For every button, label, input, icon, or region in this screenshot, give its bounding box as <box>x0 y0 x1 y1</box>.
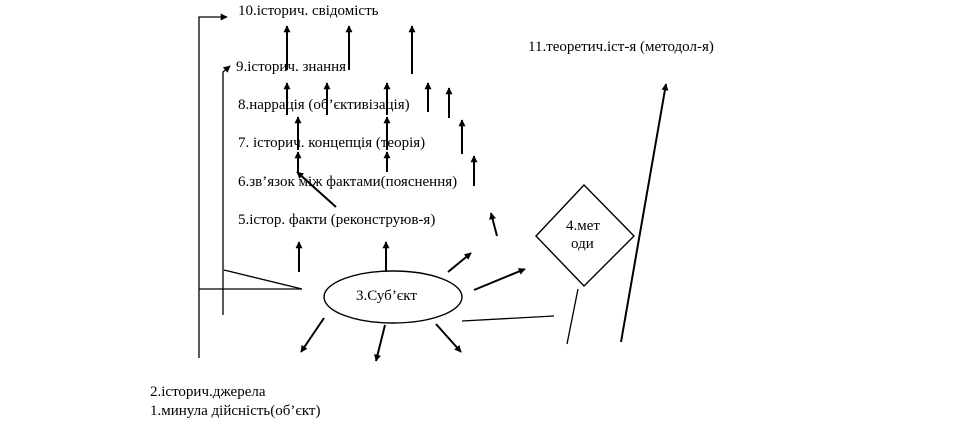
bracket-to-node-9 <box>222 65 231 315</box>
arrow-diagonal <box>296 171 337 208</box>
node-5-historical-facts: 5.істор. факти (реконструюв-я) <box>238 212 436 228</box>
methods-node-shape <box>535 183 635 288</box>
node-7-historical-concept: 7. історич. концепція (теорія) <box>238 135 426 151</box>
node-11-theory-methodology: 11.теоретич.іст-я (методол-я) <box>528 39 714 55</box>
node-4-methods-line-1: 4.мет <box>566 218 600 234</box>
node-8-narration: 8.наррація (об’єктивізація) <box>238 97 410 113</box>
node-1-past-reality: 1.минула дійсність(об’єкт) <box>150 403 321 419</box>
slant-to-subject <box>223 269 303 290</box>
arrow-to-node-11 <box>620 83 669 343</box>
subject-node-shape <box>323 270 463 324</box>
node-6-links-between-facts: 6.зв’язок між фактами(пояснення) <box>238 174 458 190</box>
arrow-from-subject <box>300 317 325 353</box>
arrow-from-subject <box>447 252 472 273</box>
line-to-methods <box>566 288 579 345</box>
arrow-up <box>489 212 498 237</box>
node-9-historical-knowledge: 9.історич. знання <box>236 59 347 75</box>
arrow-from-subject <box>435 323 462 353</box>
line-to-methods <box>461 315 555 322</box>
node-2-historical-sources: 2.історич.джерела <box>150 384 266 400</box>
node-4-methods-line-2: оди <box>571 236 594 252</box>
bracket-to-node-10 <box>198 13 228 358</box>
arrow-from-subject <box>473 268 526 291</box>
node-3-subject: 3.Суб’єкт <box>356 288 417 304</box>
node-10-historical-consciousness: 10.історич. свідомість <box>238 3 379 19</box>
arrow-from-subject <box>374 324 386 362</box>
